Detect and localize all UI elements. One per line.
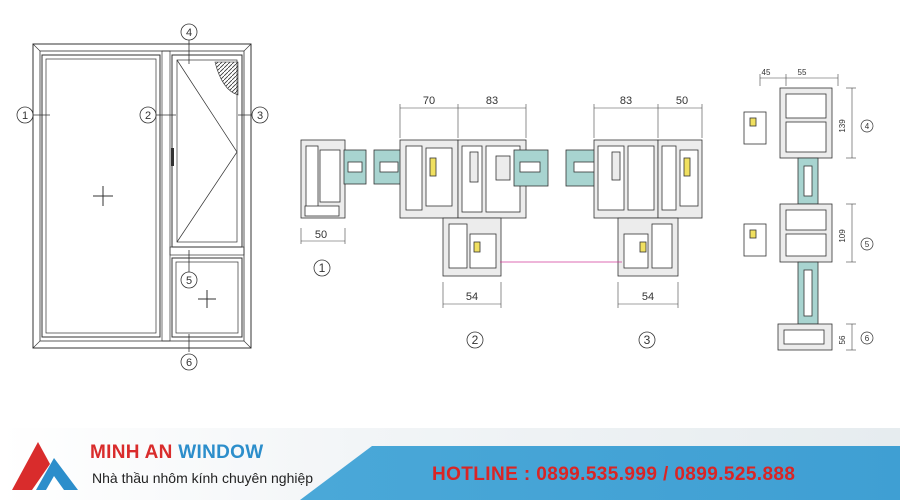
vertical-section-markers bbox=[860, 119, 874, 345]
marker-label-5: 5 bbox=[186, 275, 192, 287]
brand-banner: MINH AN WINDOW Nhà thầu nhôm kính chuyên… bbox=[0, 428, 900, 500]
window-elevation bbox=[22, 40, 262, 352]
section-markers bbox=[16, 23, 269, 371]
fixed-panel bbox=[41, 54, 161, 338]
banner-blue-band bbox=[300, 446, 900, 500]
brand-name-part2: WINDOW bbox=[178, 442, 264, 463]
vertical-section-profiles bbox=[743, 87, 833, 351]
section-2-label: 2 bbox=[472, 333, 479, 347]
dim-v-top-2: 55 bbox=[798, 68, 807, 77]
handle bbox=[171, 148, 174, 166]
dim-v-side-3: 56 bbox=[838, 335, 847, 344]
brand-logo-icon bbox=[12, 442, 78, 490]
window-technical-drawing: 1 2 3 4 5 6 bbox=[16, 23, 874, 371]
dim-s3-bottom: 54 bbox=[642, 291, 654, 303]
mullion bbox=[161, 50, 171, 342]
section-3-label: 3 bbox=[644, 333, 651, 347]
brand-name-part1: MINH AN bbox=[90, 442, 173, 463]
hotline-text[interactable]: HOTLINE : 0899.535.999 / 0899.525.888 bbox=[432, 464, 796, 485]
lower-glass-cross bbox=[198, 290, 216, 308]
v-marker-5: 5 bbox=[865, 240, 870, 249]
v-marker-6: 6 bbox=[865, 334, 870, 343]
marker-label-6: 6 bbox=[186, 357, 192, 369]
horizontal-section-profiles bbox=[300, 139, 703, 277]
opening-direction-lines bbox=[176, 59, 238, 243]
fixed-glass-cross bbox=[93, 186, 113, 206]
marker-label-2: 2 bbox=[145, 110, 151, 122]
brand-tagline: Nhà thầu nhôm kính chuyên nghiệp bbox=[92, 470, 314, 486]
section-1-label: 1 bbox=[319, 261, 326, 275]
marker-label-1: 1 bbox=[22, 110, 28, 122]
dim-s2-left: 70 bbox=[423, 95, 435, 107]
marker-label-4: 4 bbox=[186, 27, 192, 39]
dim-v-side-1: 139 bbox=[838, 119, 847, 133]
v-marker-4: 4 bbox=[865, 122, 870, 131]
dim-s3-left: 83 bbox=[620, 95, 632, 107]
dim-s3-right: 50 bbox=[676, 95, 688, 107]
dim-v-side-2: 109 bbox=[838, 229, 847, 243]
vertical-dimension-lines bbox=[759, 74, 856, 351]
marker-label-3: 3 bbox=[257, 110, 263, 122]
hinge-hatch bbox=[214, 61, 239, 96]
outer-frame bbox=[32, 43, 252, 349]
section-number-circles bbox=[313, 259, 656, 349]
lower-fixed-panel bbox=[171, 257, 243, 338]
dim-s2-right: 83 bbox=[486, 95, 498, 107]
dim-v-top-1: 45 bbox=[762, 68, 771, 77]
dim-s1-width: 50 bbox=[315, 229, 327, 241]
brand-name: MINH AN WINDOW bbox=[90, 442, 263, 464]
dim-s2-bottom: 54 bbox=[466, 291, 478, 303]
dimension-lines bbox=[300, 104, 703, 308]
